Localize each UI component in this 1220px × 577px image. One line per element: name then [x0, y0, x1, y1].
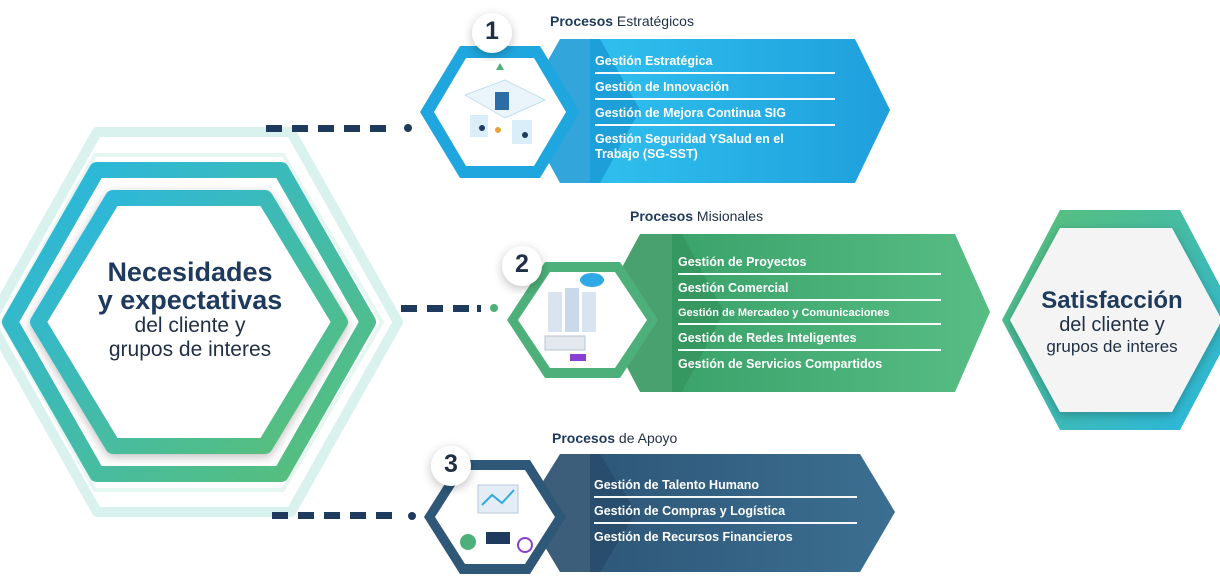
banner-support — [524, 454, 895, 572]
analytics-illustration-hexagon — [424, 460, 566, 574]
section-2-title-bold: Procesos — [630, 208, 694, 224]
process-item: Gestión de Redes Inteligentes — [678, 331, 941, 351]
satisfaction-text-block: Satisfacción del cliente y grupos de int… — [1022, 288, 1202, 358]
process-item: Gestión de Talento Humano — [594, 478, 857, 498]
process-item: Gestión de Mejora Continua SIG — [595, 106, 835, 126]
section-3-title: Procesos de Apoyo — [552, 430, 677, 446]
process-item: Gestión Seguridad YSalud en el Trabajo (… — [595, 132, 784, 161]
number-badge-3-shape — [431, 446, 471, 486]
section-3-title-rest: de Apoyo — [615, 430, 678, 446]
connector-2 — [401, 304, 498, 312]
connector-1 — [266, 124, 412, 132]
section-1-title-rest: Estratégicos — [613, 13, 694, 29]
number-badge-1-shape — [472, 13, 512, 53]
section-2-title-rest: Misionales — [693, 208, 764, 224]
number-badge-2-shape — [502, 246, 542, 286]
strategy-illustration-hexagon — [420, 46, 580, 178]
section-3-items: Gestión de Talento Humano Gestión de Com… — [594, 478, 857, 554]
satisfaction-title: Satisfacción — [1041, 287, 1183, 314]
section-3-number: 3 — [444, 450, 458, 478]
needs-subtitle-line1: del cliente y — [134, 314, 246, 337]
section-2-number: 2 — [515, 250, 529, 278]
needs-title-line1: Necesidades — [107, 257, 273, 287]
process-item: Gestión Comercial — [678, 281, 941, 301]
needs-title-line2: y expectativas — [97, 285, 283, 315]
section-1-title: Procesos Estratégicos — [550, 13, 694, 29]
process-item: Gestión de Mercadeo y Comunicaciones — [678, 307, 941, 325]
section-1-items: Gestión Estratégica Gestión de Innovació… — [595, 54, 835, 172]
needs-text-block: Necesidades y expectativas del cliente y… — [60, 258, 320, 362]
process-item: Gestión de Compras y Logística — [594, 504, 857, 524]
satisfaction-hexagon — [1002, 210, 1220, 430]
section-1-title-bold: Procesos — [550, 13, 614, 29]
satisfaction-subtitle-line2: grupos de interes — [1046, 337, 1178, 356]
process-item: Gestión Estratégica — [595, 54, 835, 74]
process-item: Gestión de Servicios Compartidos — [678, 357, 883, 371]
section-2-items: Gestión de Proyectos Gestión Comercial G… — [678, 255, 941, 381]
process-item: Gestión de Recursos Financieros — [594, 530, 793, 544]
connector-3 — [272, 512, 416, 520]
needs-hexagon — [0, 127, 403, 517]
section-3-title-bold: Procesos — [552, 430, 616, 446]
satisfaction-subtitle-line1: del cliente y — [1059, 314, 1165, 336]
process-item: Gestión de Innovación — [595, 80, 835, 100]
section-2-title: Procesos Misionales — [630, 208, 763, 224]
needs-subtitle-line2: grupos de interes — [108, 338, 272, 361]
process-item: Gestión de Proyectos — [678, 255, 941, 275]
section-1-number: 1 — [485, 17, 499, 45]
servers-illustration-hexagon — [507, 262, 658, 378]
